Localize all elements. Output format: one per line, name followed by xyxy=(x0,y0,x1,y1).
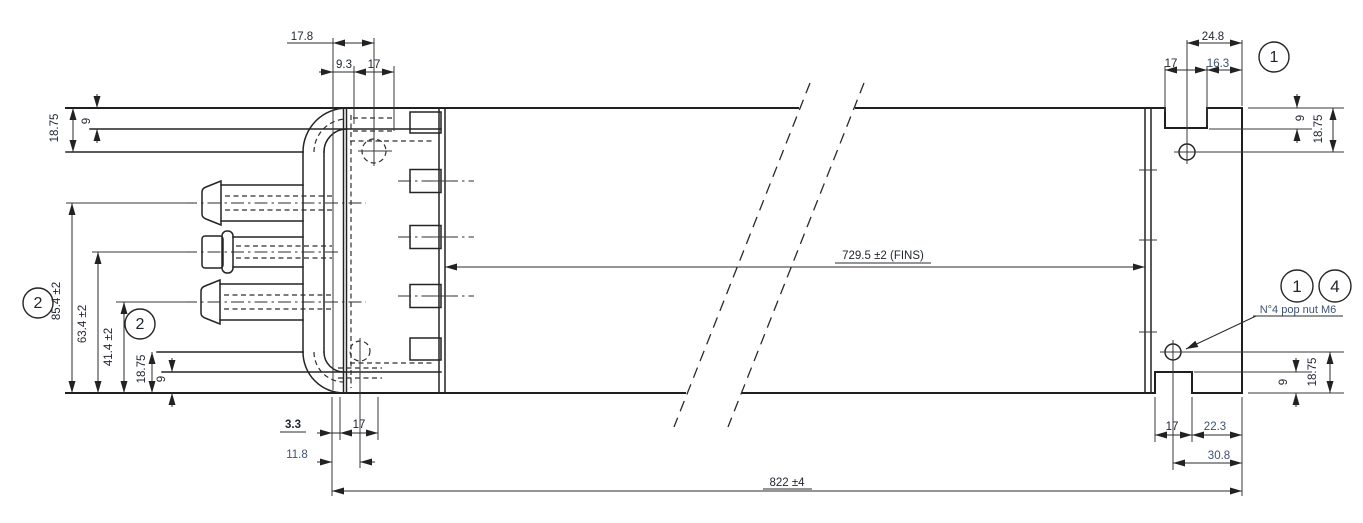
balloon-4-mid-label: 4 xyxy=(1330,277,1339,296)
dim-bottom-right-17-label: 17 xyxy=(1166,421,1179,433)
balloon-2-inner-label: 2 xyxy=(136,316,145,333)
dim-right-bottom-9-label: 9 xyxy=(1278,379,1290,385)
extension-lines xyxy=(66,38,1344,496)
fin-pack-edges xyxy=(433,107,1157,394)
dim-right-top-9-label: 9 xyxy=(1295,115,1307,121)
balloon-callouts: 2 2 1 1 4 xyxy=(22,41,1352,340)
dim-bottom-left-17-label: 17 xyxy=(353,419,366,431)
header-tabs xyxy=(398,111,474,361)
balloon-2-inner-circle xyxy=(124,308,156,340)
part-outline xyxy=(65,107,1243,394)
pop-nut-holes xyxy=(349,138,1196,362)
dim-right-bottom-18-75-label: 18.75 xyxy=(1307,358,1319,387)
dim-bottom-right-22-3-label: 22.3 xyxy=(1204,421,1226,433)
balloon-2-left-label: 2 xyxy=(34,295,43,312)
dim-left-63-4-label: 63.4 ±2 xyxy=(77,305,89,343)
dim-bottom-left-3-3-label: 3.3 xyxy=(285,419,301,431)
hose-connectors xyxy=(184,179,366,326)
balloon-1-top-circle xyxy=(1258,41,1290,73)
pop-nut-note-label: N°4 pop nut M6 xyxy=(1260,304,1337,316)
dim-top-right-17-label: 17 xyxy=(1165,58,1178,70)
dim-left-bottom-18-75-label: 18.75 xyxy=(136,355,148,384)
dim-left-top-18-75-label: 18.75 xyxy=(49,114,61,143)
break-lines xyxy=(673,82,865,428)
dimension-lines xyxy=(68,39,1343,495)
balloon-1-mid-circle xyxy=(1280,269,1314,303)
dim-left-top-9-label: 9 xyxy=(81,118,93,124)
balloon-1-top-label: 1 xyxy=(1270,49,1279,66)
dim-left-bottom-9-label: 9 xyxy=(156,376,168,382)
dim-top-right-16-3-label: 16.3 xyxy=(1207,58,1229,70)
dim-bottom-left-11-8-label: 11.8 xyxy=(286,449,308,461)
dim-overall-length-label: 822 ±4 xyxy=(769,477,805,489)
dim-top-right-24-8-label: 24.8 xyxy=(1202,31,1224,43)
dim-top-left-17-label: 17 xyxy=(368,59,381,71)
balloon-2-left-circle xyxy=(22,287,54,319)
dim-top-left-9-3-label: 9.3 xyxy=(336,59,352,71)
dim-left-85-4-label: 85.4 ±2 xyxy=(51,282,63,320)
balloon-1-mid-label: 1 xyxy=(1292,277,1301,296)
dimension-labels: 17.8 9.3 17 18.75 9 85.4 ±2 63.4 ±2 41.4… xyxy=(49,31,1336,489)
dim-right-top-18-75-label: 18.75 xyxy=(1313,115,1325,144)
balloon-4-mid-circle xyxy=(1318,269,1352,303)
dim-fins-length-label: 729.5 ±2 (FINS) xyxy=(842,250,924,262)
dim-bottom-right-30-8-label: 30.8 xyxy=(1208,450,1230,462)
dim-top-left-17-8-label: 17.8 xyxy=(291,31,313,43)
dim-left-41-4-label: 41.4 ±2 xyxy=(103,328,115,366)
